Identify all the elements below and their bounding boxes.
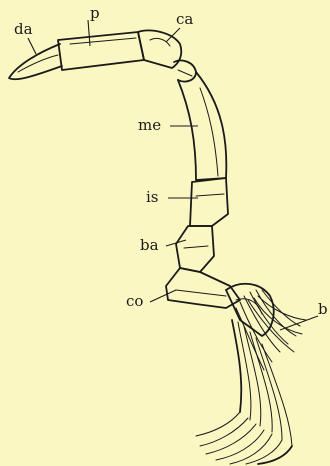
label-ba: ba <box>140 236 159 254</box>
label-co: co <box>126 292 143 310</box>
ischium-segment <box>190 178 228 226</box>
leader-da <box>28 38 36 54</box>
label-ca: ca <box>176 10 193 28</box>
label-da: da <box>14 20 33 38</box>
gill-fibers <box>236 290 306 370</box>
label-p: p <box>90 4 100 22</box>
dactyl-segment <box>9 44 62 79</box>
label-is: is <box>146 188 159 206</box>
basis-segment <box>176 226 214 272</box>
label-me: me <box>138 116 161 134</box>
fibrous-strands <box>196 320 292 464</box>
label-b: b <box>318 300 328 318</box>
propodus-segment <box>58 32 144 70</box>
leader-b <box>280 316 318 330</box>
